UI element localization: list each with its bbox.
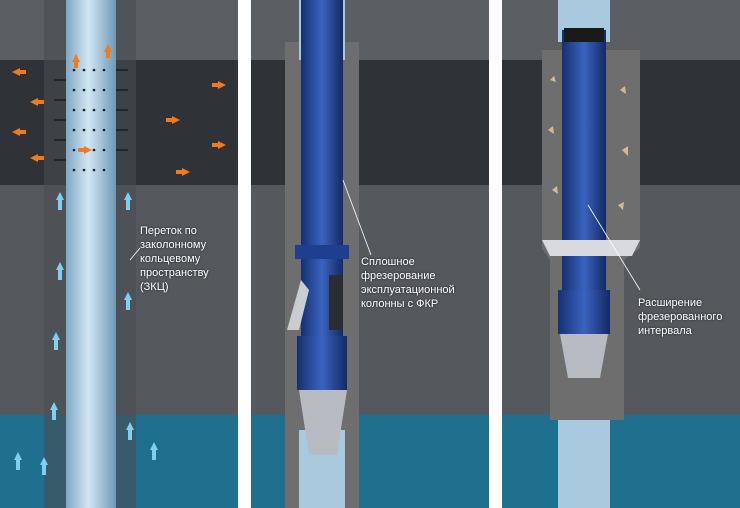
cuttings xyxy=(548,76,628,210)
underreaming-diagram xyxy=(502,0,740,508)
inflow-arrow-icon xyxy=(12,44,226,176)
reamer-head xyxy=(299,390,347,455)
panel-annular-flow: Переток по заколонному кольцевому простр… xyxy=(0,0,238,508)
cutter-arm-left xyxy=(287,280,309,330)
casing-pipe xyxy=(66,0,116,508)
panel-underreaming: Расширение фрезерованного интервала xyxy=(502,0,740,508)
tool-lower-body xyxy=(297,336,347,390)
section-milling-diagram xyxy=(251,0,489,508)
water-layer xyxy=(502,415,740,508)
cutter-blade-right xyxy=(329,275,343,330)
casing-stub-bottom xyxy=(558,420,610,508)
perforation-tunnels xyxy=(54,69,128,161)
annular-flow-label: Переток по заколонному кольцевому простр… xyxy=(140,225,209,293)
tool-collar xyxy=(295,245,349,259)
callout-line xyxy=(587,204,641,291)
reamer-head xyxy=(560,334,608,378)
callout-line xyxy=(129,247,141,261)
panel-section-milling: Сплошное фрезерование эксплуатационной к… xyxy=(251,0,489,508)
section-milling-label: Сплошное фрезерование эксплуатационной к… xyxy=(361,256,455,310)
tool-top-cap xyxy=(564,28,604,42)
upflow-arrow-icon xyxy=(14,192,158,475)
annular-flow-diagram xyxy=(0,0,238,508)
underreaming-label: Расширение фрезерованного интервала xyxy=(638,297,723,337)
callout-line xyxy=(342,179,372,256)
tool-lower-body xyxy=(558,290,610,334)
cutting-ledge xyxy=(542,240,640,256)
